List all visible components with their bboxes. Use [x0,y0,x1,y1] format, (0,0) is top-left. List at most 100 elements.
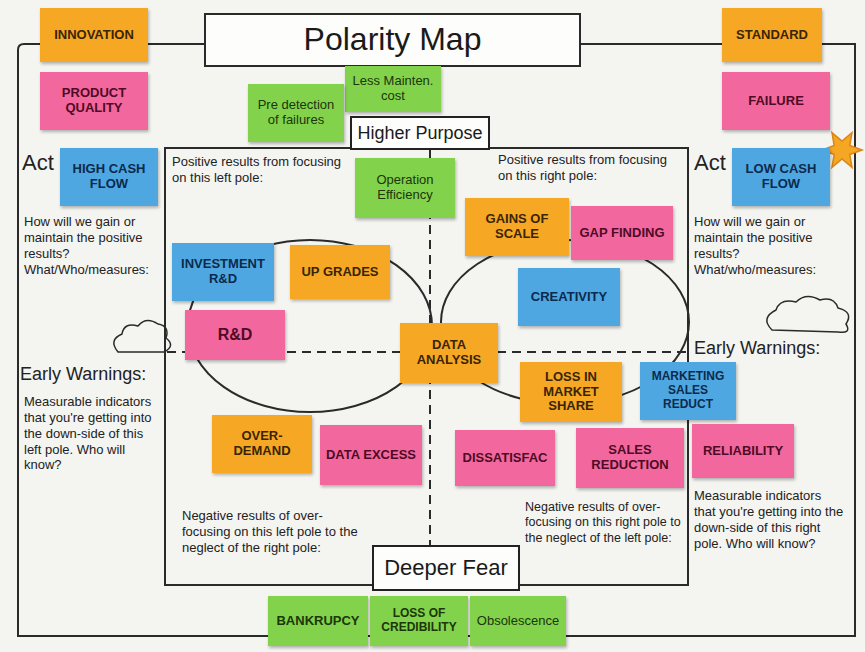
note-content: BANKRUPCY [272,614,364,629]
note-text: Pre detection of failures [252,98,340,128]
note-text: DATA ANALYSIS [404,338,494,368]
section-heading: Act [694,150,730,177]
quadrant-frame [165,148,688,585]
sticky-note: HIGH CASH FLOW [60,148,158,206]
sticky-note: LOSS OF CREDIBILITY [370,596,468,646]
note-content: STANDARD [726,28,818,43]
sticky-note: UP GRADES [290,245,390,299]
note-content: LOSS IN MARKET SHARE [524,370,618,415]
note-text: Higher Purpose [356,123,484,144]
note-content: INVESTMENT R&D [176,257,270,287]
note-text: CREATIVITY [522,290,616,305]
sticky-note: PRODUCT QUALITY [40,72,148,130]
sticky-note: OVER-DEMAND [212,415,312,473]
note-text: LOSS IN MARKET SHARE [524,370,618,415]
note-content: Pre detection of failures [252,98,340,128]
note-content: Deeper Fear [378,555,514,580]
panel-text: Negative results of over-focusing on thi… [182,508,362,556]
heading-box: Higher Purpose [350,116,490,150]
note-content: LOW CASH FLOW [736,162,826,192]
sticky-note: R&D [185,310,285,360]
note-content: LOSS OF CREDIBILITY [374,607,464,635]
note-content: MARKETING SALES REDUCT [644,370,732,411]
outer-frame [18,44,855,636]
section-heading: Act [22,150,62,177]
note-text: SALES REDUCTION [580,443,680,473]
note-content: HIGH CASH FLOW [64,162,154,192]
sticky-note: DATA EXCESS [320,425,422,485]
note-content: FAILURE [726,94,826,109]
cloud-doodle [767,296,849,332]
sticky-note: MARKETING SALES REDUCT [640,362,736,420]
chart-title: Polarity Map [205,22,580,57]
note-content: R&D [189,326,281,344]
note-content: OVER-DEMAND [216,429,308,459]
panel-text: Negative results of over-focusing on thi… [525,500,683,546]
note-text: LOW CASH FLOW [736,162,826,192]
sticky-note: LOW CASH FLOW [732,148,830,206]
sticky-note: SALES REDUCTION [576,428,684,488]
note-text: INVESTMENT R&D [176,257,270,287]
note-content: PRODUCT QUALITY [44,86,144,116]
sticky-note: INVESTMENT R&D [172,243,274,301]
note-text: INNOVATION [44,28,144,43]
note-text: Obsolescence [474,614,562,629]
panel-text: Measurable indicators that you're gettin… [24,394,160,473]
note-content: DATA ANALYSIS [404,338,494,368]
note-text: STANDARD [726,28,818,43]
sticky-note: RELIABILITY [692,424,794,478]
panel-text: Positive results from focusing on this r… [498,152,684,184]
panel-text: Positive results from focusing on this l… [172,154,350,186]
note-text: LOSS OF CREDIBILITY [374,607,464,635]
note-content: Less Mainten. cost [349,74,437,104]
title-box [205,14,580,66]
sticky-note: GAP FINDING [571,206,673,260]
sticky-note: GAINS OF SCALE [465,198,569,256]
sticky-note: Obsolescence [470,596,566,646]
note-text: DISSATISFAC [459,451,551,466]
note-text: R&D [189,326,281,344]
sticky-note: CREATIVITY [518,268,620,326]
note-content: Operation Efficiency [359,173,451,203]
sticky-note: Pre detection of failures [248,84,344,142]
note-text: GAINS OF SCALE [469,212,565,242]
note-text: Less Mainten. cost [349,74,437,104]
sticky-note: DATA ANALYSIS [400,323,498,383]
note-text: MARKETING SALES REDUCT [644,370,732,411]
section-heading: Early Warnings: [694,338,849,360]
cloud-doodle [114,320,171,352]
note-content: GAINS OF SCALE [469,212,565,242]
note-text: DATA EXCESS [324,448,418,463]
note-content: DISSATISFAC [459,451,551,466]
note-text: GAP FINDING [575,226,669,241]
note-text: OVER-DEMAND [216,429,308,459]
sticky-note: Operation Efficiency [355,158,455,218]
section-heading: Early Warnings: [20,364,165,386]
note-text: RELIABILITY [696,444,790,459]
note-content: Higher Purpose [356,123,484,144]
note-text: UP GRADES [294,265,386,280]
note-content: UP GRADES [294,265,386,280]
note-content: RELIABILITY [696,444,790,459]
sticky-note: BANKRUPCY [268,596,368,646]
note-content: CREATIVITY [522,290,616,305]
note-content: DATA EXCESS [324,448,418,463]
note-text: HIGH CASH FLOW [64,162,154,192]
panel-text: How will we gain or maintain the positiv… [24,214,160,277]
note-content: Obsolescence [474,614,562,629]
note-text: Operation Efficiency [359,173,451,203]
sticky-note: DISSATISFAC [455,430,555,486]
panel-text: How will we gain or maintain the positiv… [694,214,846,277]
note-text: Deeper Fear [378,555,514,580]
sticky-note: Less Mainten. cost [345,66,441,112]
sticky-note: LOSS IN MARKET SHARE [520,362,622,422]
sticky-note: FAILURE [722,72,830,130]
sticky-note: STANDARD [722,8,822,62]
note-content: GAP FINDING [575,226,669,241]
sticky-note: INNOVATION [40,8,148,62]
note-content: SALES REDUCTION [580,443,680,473]
note-content: INNOVATION [44,28,144,43]
note-text: PRODUCT QUALITY [44,86,144,116]
